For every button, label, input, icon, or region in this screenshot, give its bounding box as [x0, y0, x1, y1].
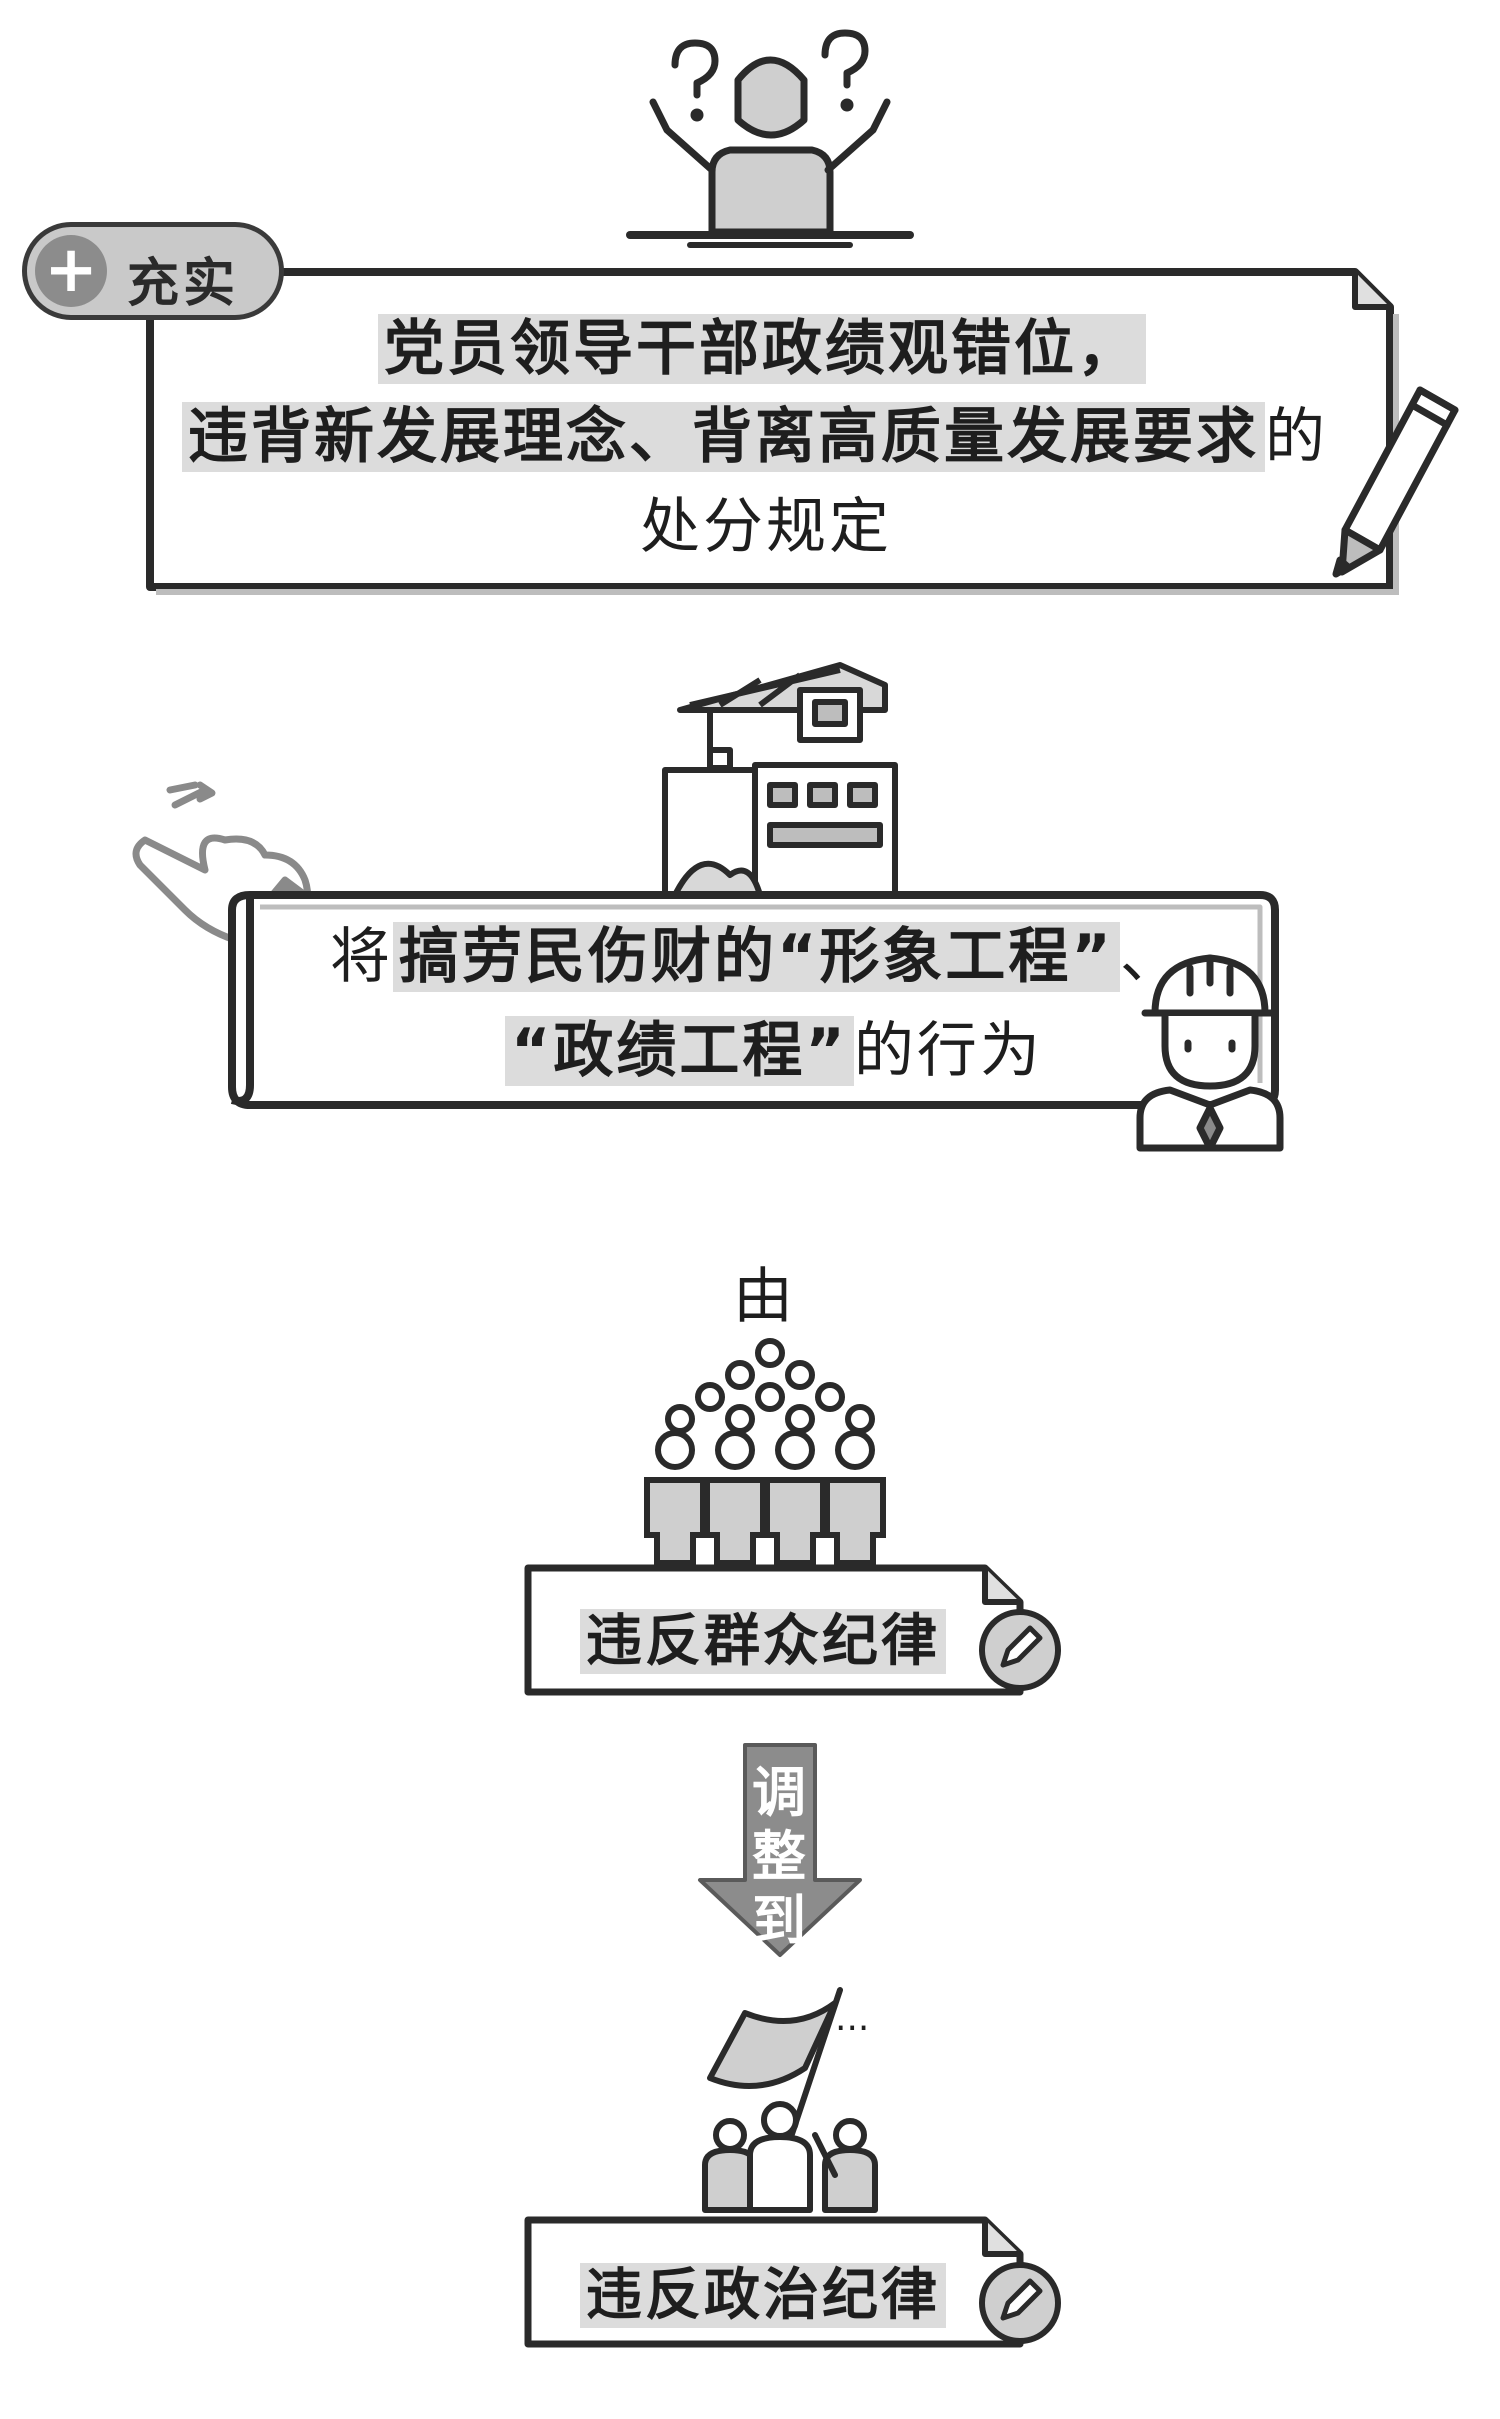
- plus-icon: +: [35, 235, 107, 307]
- card1-line1: 党员领导干部政绩观错位，: [378, 300, 1146, 387]
- card1-line2: 违背新发展理念、背离高质量发展要求的: [182, 388, 1328, 475]
- from-label: 由: [733, 1262, 793, 1332]
- edit-icon: [979, 1609, 1061, 1691]
- down-arrow: [698, 1743, 862, 1957]
- edit-icon: [979, 2262, 1061, 2344]
- card4-label: 违反政治纪律: [580, 2250, 946, 2331]
- construction-crane-icon: [655, 662, 905, 899]
- pencil-icon: [1332, 386, 1459, 578]
- card1-line3: 处分规定: [640, 492, 892, 562]
- arrow-char-3: 到: [752, 1889, 806, 1952]
- card3-label: 违反群众纪律: [580, 1596, 946, 1677]
- enrich-badge: + 充实: [22, 222, 284, 320]
- construction-worker-icon: [1136, 954, 1284, 1152]
- flag-ellipsis: ...: [835, 1998, 870, 2039]
- arrow-char-2: 整: [752, 1825, 806, 1888]
- flag-crowd-icon: [702, 1987, 878, 2213]
- card2-line1: 将搞劳民伤财的“形象工程”、: [330, 922, 1183, 992]
- crowd-icon: [644, 1338, 886, 1566]
- arrow-char-1: 调: [752, 1761, 806, 1824]
- badge-label: 充实: [127, 254, 240, 314]
- card2-line2: “政绩工程”的行为: [505, 1002, 1043, 1089]
- confused-person-icon: [626, 29, 914, 248]
